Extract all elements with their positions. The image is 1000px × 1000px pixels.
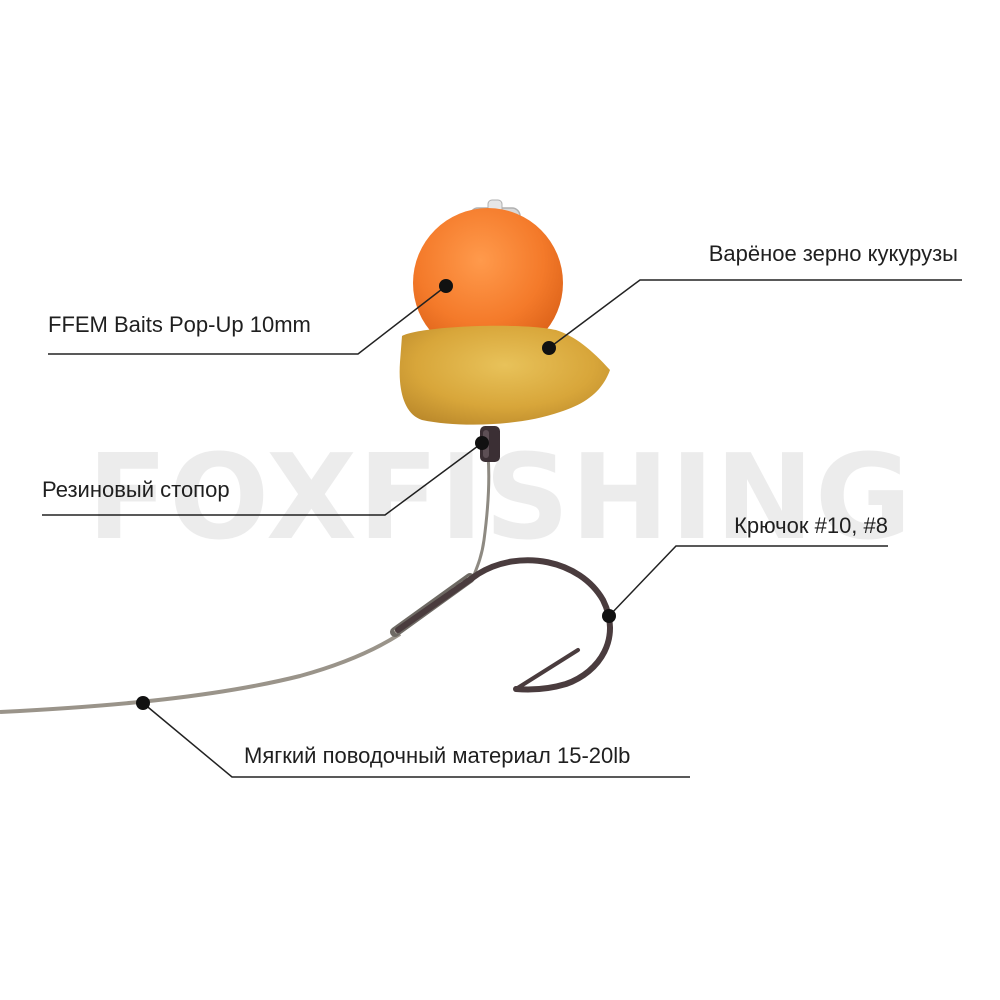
popup-boilie [413, 208, 563, 358]
label-stopper: Резиновый стопор [42, 477, 230, 502]
dot-corn [542, 341, 556, 355]
leader-line [0, 632, 402, 714]
corn-kernel [399, 325, 610, 425]
callout-dots [136, 279, 616, 710]
callout-stopper [42, 442, 483, 516]
callout-lines [42, 279, 962, 778]
hair-line [472, 454, 491, 576]
watermark-logo: FOXFISHING [87, 428, 913, 566]
hook [395, 557, 613, 693]
callout-popup [48, 285, 447, 355]
dot-material [136, 696, 150, 710]
callout-hook [608, 545, 888, 617]
callout-corn [548, 279, 962, 349]
label-hook: Крючок #10, #8 [734, 513, 888, 538]
dot-stopper [475, 436, 489, 450]
label-popup: FFEM Baits Pop-Up 10mm [48, 312, 311, 337]
dot-hook [602, 609, 616, 623]
callout-material [142, 702, 690, 778]
label-material: Мягкий поводочный материал 15-20lb [244, 743, 631, 768]
dot-popup [439, 279, 453, 293]
label-corn: Варёное зерно кукурузы [708, 241, 958, 266]
